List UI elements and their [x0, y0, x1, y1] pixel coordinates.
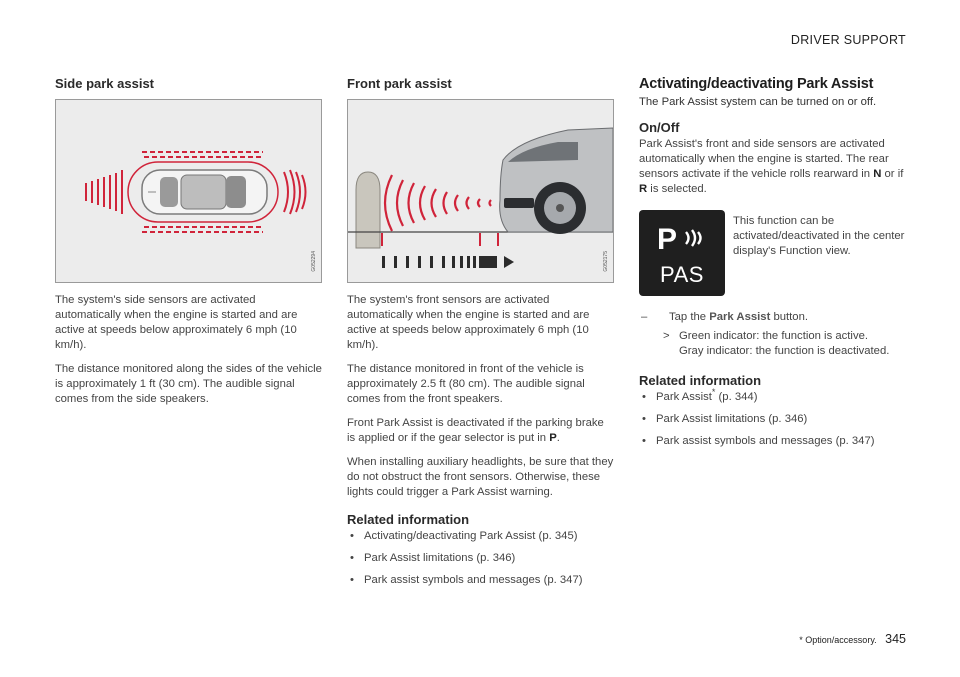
column-activating-park-assist: Activating/deactivating Park Assist The …: [639, 76, 907, 456]
onoff-title: On/Off: [639, 120, 680, 135]
related-link[interactable]: •Activating/deactivating Park Assist (p.…: [350, 530, 578, 542]
side-paragraph-1: The system's side sensors are activated …: [55, 294, 298, 351]
column-front-park-assist: Front park assist: [347, 76, 614, 595]
section-header: DRIVER SUPPORT: [790, 33, 906, 47]
onoff-paragraph: Park Assist's front and side sensors are…: [639, 138, 904, 195]
front-paragraph-3: Front Park Assist is deactivated if the …: [347, 417, 604, 444]
front-paragraph-1: The system's front sensors are activated…: [347, 294, 590, 351]
column-side-park-assist: Side park assist: [55, 76, 322, 416]
side-park-assist-illustration: G052294: [55, 99, 322, 283]
side-paragraph-2: The distance monitored along the sides o…: [55, 363, 322, 405]
step-result: > Green indicator: the function is activ…: [663, 330, 890, 357]
front-park-assist-title: Front park assist: [347, 76, 452, 91]
pas-description: This function can be activated/deactivat…: [733, 215, 905, 257]
front-park-assist-illustration: G052175: [347, 99, 614, 283]
gear-p-label: P: [549, 432, 557, 444]
related-link[interactable]: •Park Assist limitations (p. 346): [350, 552, 516, 564]
related-list: •Park Assist* (p. 344) •Park Assist limi…: [639, 387, 907, 449]
front-paragraph-2: The distance monitored in front of the v…: [347, 363, 585, 405]
related-information-title: Related information: [639, 373, 762, 388]
footnote: * Option/accessory.: [799, 635, 877, 645]
top-view-car-sensor-illustration: [85, 151, 307, 233]
related-list: •Activating/deactivating Park Assist (p.…: [347, 529, 614, 588]
side-park-assist-title: Side park assist: [55, 76, 154, 91]
related-information-title: Related information: [347, 512, 470, 527]
figure-code: G052294: [311, 251, 317, 272]
related-link[interactable]: •Park assist symbols and messages (p. 34…: [642, 435, 875, 447]
activating-title: Activating/deactivating Park Assist: [639, 76, 874, 92]
related-link[interactable]: •Park Assist* (p. 344): [642, 387, 758, 403]
pas-label: PAS: [660, 262, 704, 287]
activating-intro: The Park Assist system can be turned on …: [639, 96, 877, 108]
pas-section: P PAS This function can be activated/dea…: [639, 206, 907, 302]
pas-button-icon: P PAS: [639, 210, 725, 296]
front-paragraph-4: When installing auxiliary headlights, be…: [347, 456, 614, 498]
step-tap-button: – Tap the Park Assist button.: [641, 311, 809, 323]
sensor-waves-icon: [685, 229, 702, 247]
related-link[interactable]: •Park Assist limitations (p. 346): [642, 413, 808, 425]
related-link[interactable]: •Park assist symbols and messages (p. 34…: [350, 574, 583, 586]
page-footer: * Option/accessory. 345: [799, 632, 906, 646]
figure-code: G052175: [603, 251, 609, 272]
parking-p-symbol: P: [657, 223, 678, 256]
page-number: 345: [885, 632, 906, 646]
front-car-sensor-illustration: [348, 127, 613, 268]
park-assist-button-label[interactable]: Park Assist: [709, 311, 771, 323]
